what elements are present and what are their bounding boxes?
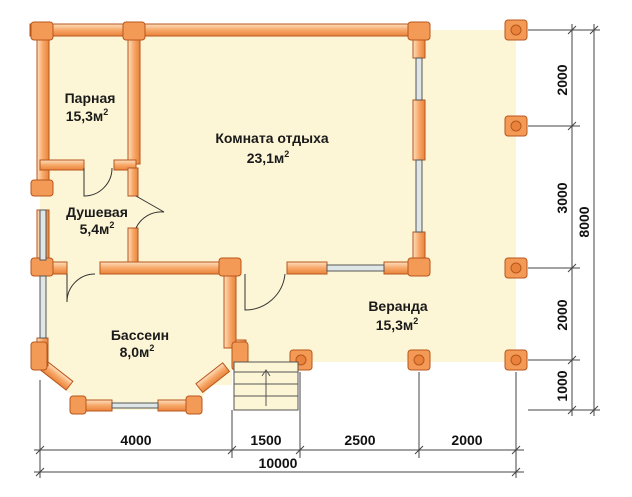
room-area-komnata: 23,1м2 xyxy=(247,149,290,166)
doors xyxy=(66,167,286,311)
dim-bottom-2: 1500 xyxy=(250,432,281,448)
dim-right-4: 1000 xyxy=(554,370,570,401)
dim-bottom-1: 4000 xyxy=(120,432,151,448)
room-area-dushevaya: 5,4м2 xyxy=(80,220,115,237)
room-name-dushevaya: Душевая xyxy=(66,204,128,220)
room-name-parnaya: Парная xyxy=(65,90,116,106)
dim-right-2: 3000 xyxy=(554,182,570,213)
dim-right-1: 2000 xyxy=(554,64,570,95)
dim-right-total: 8000 xyxy=(576,206,592,237)
room-name-bassein: Бассеин xyxy=(111,327,169,343)
windows xyxy=(39,57,423,409)
room-area-bassein: 8,0м2 xyxy=(120,343,155,360)
dim-right-3: 2000 xyxy=(554,299,570,330)
right-dimensions: 2000 3000 2000 1000 8000 xyxy=(528,24,600,416)
room-name-komnata: Комната отдыха xyxy=(215,130,329,146)
floor-area xyxy=(40,30,516,410)
dim-bottom-3: 2500 xyxy=(344,432,375,448)
room-area-veranda: 15,3м2 xyxy=(376,316,419,333)
dim-bottom-4: 2000 xyxy=(451,432,482,448)
entrance-steps xyxy=(233,361,299,411)
room-area-parnaya: 15,3м2 xyxy=(66,107,109,124)
bottom-dimensions: 4000 1500 2500 2000 10000 xyxy=(34,372,524,478)
dim-bottom-total: 10000 xyxy=(259,455,298,471)
room-name-veranda: Веранда xyxy=(368,298,428,314)
room-labels: Парная 15,3м2 Комната отдыха 23,1м2 Душе… xyxy=(65,90,428,360)
